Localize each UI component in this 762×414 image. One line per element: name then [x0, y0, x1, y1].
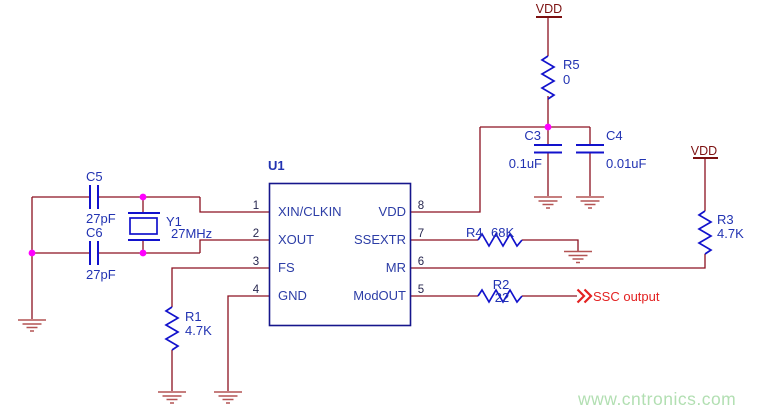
ground-symbols — [18, 196, 604, 404]
vdd-top-label: VDD — [536, 2, 562, 16]
r4-refdes: R4 — [466, 225, 483, 240]
capacitor-c3-symbol — [534, 144, 562, 154]
pin-num-6: 6 — [418, 256, 424, 268]
r5-refdes: R5 — [563, 57, 580, 72]
capacitor-c5-symbol — [89, 185, 99, 209]
c6-value: 27pF — [86, 267, 116, 282]
vdd-right-label: VDD — [691, 144, 717, 158]
pin-name-gnd: GND — [278, 288, 307, 303]
c5-value: 27pF — [86, 211, 116, 226]
c3-value: 0.1uF — [509, 156, 542, 171]
pin-name-xin: XIN/CLKIN — [278, 204, 342, 219]
junction-dot — [28, 249, 36, 257]
junction-dot — [544, 123, 552, 131]
wire-pin4-net — [227, 295, 269, 391]
output-arrow-icon — [576, 288, 593, 304]
r1-refdes: R1 — [185, 309, 202, 324]
r5-value: 0 — [563, 72, 570, 87]
chip-u1: U1 XIN/CLKIN XOUT FS GND VDD SSEXTR MR M… — [253, 158, 424, 327]
wire-r4-ground — [522, 239, 579, 251]
r1-value: 4.7K — [185, 323, 212, 338]
pin-name-modout: ModOUT — [353, 288, 406, 303]
pin-name-vdd: VDD — [379, 204, 406, 219]
power-symbols — [536, 16, 718, 159]
watermark: www.cntronics.com — [577, 389, 736, 409]
wire-pin3-net — [171, 267, 269, 307]
resistor-r4-symbol — [477, 232, 523, 248]
chip-u1-body — [268, 182, 412, 327]
pin-num-8: 8 — [418, 200, 424, 212]
junction-dot — [139, 193, 147, 201]
pin-num-1: 1 — [253, 200, 259, 212]
ground-c4-icon — [576, 196, 604, 209]
wire-xtal-bottom-net — [32, 239, 269, 254]
pin-name-fs: FS — [278, 260, 295, 275]
c6-refdes: C6 — [86, 225, 103, 240]
resistor-r1-symbol — [164, 306, 180, 351]
c4-refdes: C4 — [606, 128, 623, 143]
resistor-r5-symbol — [540, 55, 556, 100]
crystal-y1-symbol — [128, 212, 160, 241]
pin-num-3: 3 — [253, 256, 259, 268]
pin-num-5: 5 — [418, 284, 424, 296]
r3-value: 4.7K — [717, 226, 744, 241]
ground-r4-icon — [564, 250, 592, 264]
c3-refdes: C3 — [524, 128, 541, 143]
ground-pin4-icon — [214, 391, 242, 404]
resistor-r3-symbol — [697, 210, 713, 255]
ground-c3-icon — [534, 196, 562, 209]
wire-pin6-r3 — [410, 254, 706, 269]
pin-name-ssextr: SSEXTR — [354, 232, 406, 247]
c5-refdes: C5 — [86, 169, 103, 184]
y1-value: 27MHz — [171, 226, 212, 241]
ground-r1-icon — [158, 391, 186, 404]
r4-value: 68K — [491, 225, 514, 240]
component-labels: VDD VDD R5 0 C3 0.1uF C4 0.01uF C5 27pF … — [86, 2, 744, 338]
ssc-output-port: SSC output — [576, 288, 660, 304]
pin-name-mr: MR — [386, 260, 406, 275]
pin-num-4: 4 — [253, 284, 260, 296]
junction-dot — [139, 249, 147, 257]
chip-u1-refdes: U1 — [268, 158, 285, 173]
r2-refdes: R2 — [493, 277, 510, 292]
pin-num-7: 7 — [418, 228, 424, 240]
r3-refdes: R3 — [717, 212, 734, 227]
capacitor-c4-symbol — [576, 144, 604, 154]
wire-pin8-net — [410, 127, 481, 213]
capacitor-c6-symbol — [89, 241, 99, 265]
pin-name-xout: XOUT — [278, 232, 314, 247]
component-symbols — [89, 55, 713, 351]
resistor-r2-symbol — [477, 288, 523, 304]
r2-value: 22 — [495, 290, 509, 305]
ground-left-icon — [18, 319, 46, 332]
c4-value: 0.01uF — [606, 156, 647, 171]
junction-dots — [28, 123, 552, 257]
ssc-output-label: SSC output — [593, 289, 660, 304]
pin-num-2: 2 — [253, 228, 259, 240]
y1-refdes: Y1 — [166, 214, 182, 229]
wire-xtal-top-net — [32, 196, 269, 213]
